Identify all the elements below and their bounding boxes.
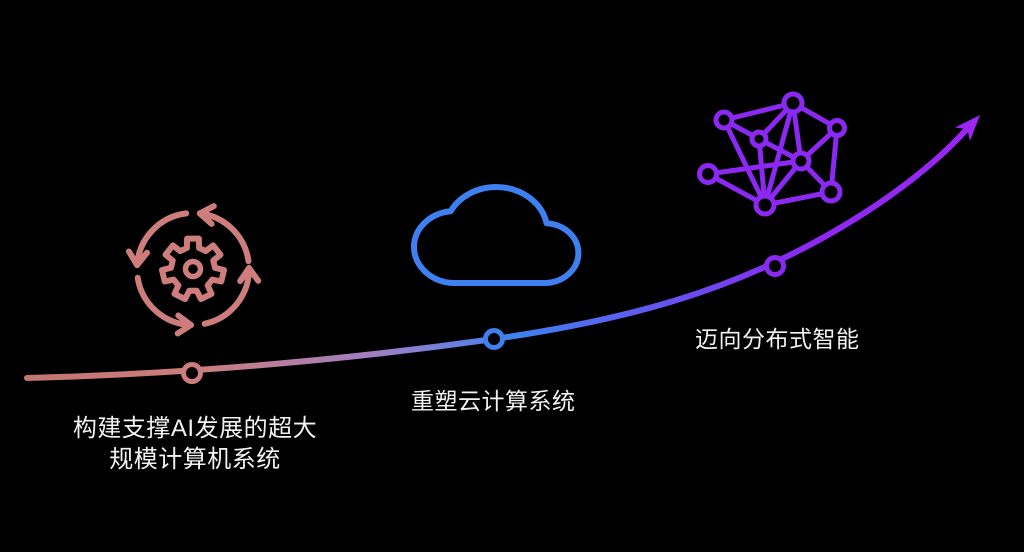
- network-icon: [697, 91, 847, 217]
- cloud-outline: [414, 187, 578, 283]
- gear-outline: [159, 235, 227, 302]
- milestone-label-2: 重塑云计算系统: [411, 388, 576, 414]
- growth-curve: [24, 115, 980, 381]
- curve-line: [24, 127, 969, 381]
- cycle-arrows: [126, 203, 262, 337]
- gear-cycle-icon: [126, 203, 262, 337]
- milestone-label-3: 迈向分布式智能: [695, 326, 860, 352]
- network-nodes: [697, 91, 847, 217]
- milestone-dot-1: [181, 362, 203, 384]
- milestone-dot-2: [483, 328, 505, 350]
- gear-center-hole: [182, 258, 204, 280]
- cloud-icon: [414, 187, 578, 283]
- milestone-label-1: 构建支撑AI发展的超大 规模计算机系统: [72, 415, 318, 473]
- curve-arrowhead-icon: [955, 115, 980, 141]
- milestone-dot-3: [764, 255, 786, 277]
